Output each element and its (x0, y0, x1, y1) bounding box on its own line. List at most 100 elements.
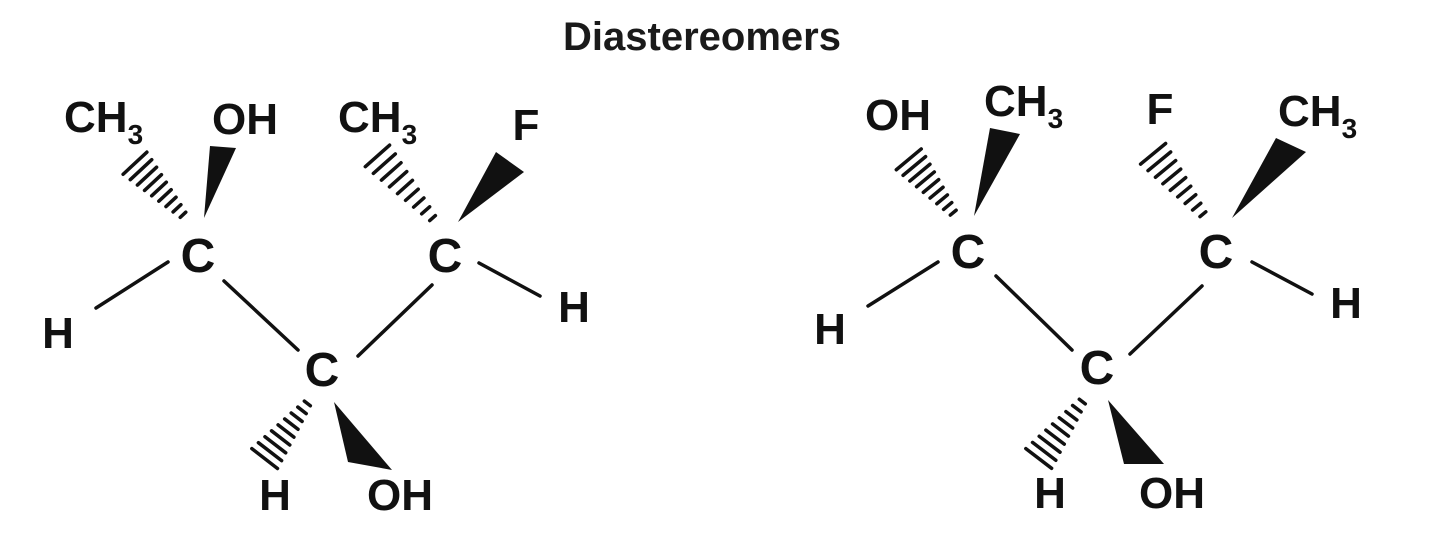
hash-stroke (411, 196, 426, 209)
hash-stroke (250, 446, 280, 471)
left-bond-c1-c2 (222, 279, 300, 352)
hash-stroke (263, 435, 288, 455)
hash-stroke (1190, 201, 1203, 212)
right-methyl-c3: CH3 (1278, 87, 1357, 144)
diagram-title: Diastereomers (563, 15, 841, 59)
right-fluorine-c3: F (1147, 85, 1174, 134)
left-hydrogen-c2: H (259, 471, 291, 520)
hash-stroke (269, 429, 292, 447)
left-methyl-c3: CH3 (338, 93, 417, 150)
hash-stroke (302, 399, 313, 408)
hash-stroke (276, 423, 296, 439)
right-hydrogen-c3: H (1330, 279, 1362, 328)
hash-stroke (135, 165, 159, 187)
hash-stroke (363, 143, 392, 169)
hash-stroke (1198, 210, 1208, 219)
hash-stroke (1077, 397, 1088, 406)
right-hashed-bond-c3-f (1138, 141, 1208, 219)
hash-stroke (1044, 428, 1066, 446)
hash-stroke (256, 440, 284, 463)
left-bond-c2-c3 (356, 283, 434, 358)
hash-stroke (282, 417, 300, 432)
hash-stroke (935, 193, 950, 206)
right-bond-c1-h (866, 260, 940, 308)
hash-stroke (901, 154, 928, 178)
hash-stroke (941, 200, 954, 212)
left-carbon-3: C (428, 230, 463, 283)
hash-stroke (403, 187, 420, 203)
left-molecule: C C C CH3 OH H CH3 F H H OH (42, 93, 590, 520)
hash-stroke (379, 161, 403, 182)
right-bond-c3-h (1250, 260, 1314, 296)
right-hydrogen-c1: H (814, 305, 846, 354)
hash-stroke (1168, 175, 1188, 193)
left-wedge-bond-c3-f (458, 152, 524, 222)
hash-stroke (1138, 141, 1168, 166)
hash-stroke (1064, 409, 1079, 422)
hash-stroke (178, 210, 188, 220)
right-hashed-bond-c1-oh (894, 147, 958, 217)
left-hashed-bond-c2-h (250, 399, 313, 471)
right-carbon-1: C (951, 226, 986, 279)
hash-stroke (1057, 416, 1075, 430)
hash-stroke (149, 180, 169, 198)
left-bond-c1-h (94, 260, 170, 310)
hash-stroke (1070, 403, 1083, 414)
hash-stroke (289, 411, 304, 424)
hash-stroke (914, 170, 937, 189)
hash-stroke (921, 177, 941, 195)
hash-stroke (908, 162, 932, 183)
hash-stroke (1146, 150, 1173, 173)
hash-stroke (419, 205, 432, 216)
hash-stroke (387, 169, 409, 189)
left-wedge-bond-c1-oh (204, 146, 236, 218)
left-hydroxyl-c2: OH (367, 471, 433, 520)
left-bond-c3-h (477, 261, 542, 298)
right-molecule: C C C OH CH3 H F CH3 H H OH (814, 77, 1362, 518)
hash-stroke (1183, 192, 1198, 206)
left-hashed-bond-c3-ch3 (363, 143, 438, 223)
left-methyl-c1: CH3 (64, 93, 143, 150)
hash-stroke (928, 185, 945, 200)
right-wedge-bond-c3-ch3 (1232, 138, 1306, 218)
hash-stroke (1050, 422, 1071, 438)
hash-stroke (427, 213, 438, 223)
right-hydroxyl-c1: OH (865, 91, 931, 140)
right-wedge-bond-c1-ch3 (974, 128, 1020, 216)
left-wedge-bond-c2-oh (334, 402, 392, 470)
hash-stroke (157, 187, 173, 203)
hash-stroke (296, 405, 308, 416)
right-bond-c2-c3 (1128, 284, 1204, 356)
right-bond-c1-c2 (994, 274, 1074, 352)
hash-stroke (142, 172, 164, 193)
right-wedge-bond-c2-oh (1108, 400, 1164, 464)
hash-stroke (164, 195, 178, 209)
left-carbon-1: C (181, 230, 216, 283)
left-hydrogen-c1: H (42, 309, 74, 358)
hash-stroke (1175, 184, 1193, 199)
hash-stroke (1161, 167, 1183, 186)
hash-stroke (171, 202, 183, 214)
right-hashed-bond-c2-h (1024, 397, 1088, 471)
left-fluorine-c3: F (513, 101, 540, 150)
right-hydroxyl-c2: OH (1139, 469, 1205, 518)
left-hydrogen-c3: H (558, 283, 590, 332)
hash-stroke (1037, 434, 1062, 454)
hash-stroke (1030, 440, 1058, 462)
right-carbon-3: C (1199, 226, 1234, 279)
hash-stroke (121, 150, 149, 177)
right-carbon-2: C (1080, 342, 1115, 395)
hash-stroke (894, 147, 923, 172)
hash-stroke (1153, 158, 1178, 179)
left-hashed-bond-c1-ch3 (121, 150, 188, 220)
left-carbon-2: C (305, 344, 340, 397)
right-hydrogen-c2: H (1034, 469, 1066, 518)
hash-stroke (128, 157, 154, 182)
left-hydroxyl-c1: OH (212, 95, 278, 144)
hash-stroke (395, 178, 415, 196)
hash-stroke (371, 152, 398, 176)
hash-stroke (948, 208, 958, 217)
right-methyl-c1: CH3 (984, 77, 1063, 134)
hash-stroke (1024, 446, 1054, 471)
